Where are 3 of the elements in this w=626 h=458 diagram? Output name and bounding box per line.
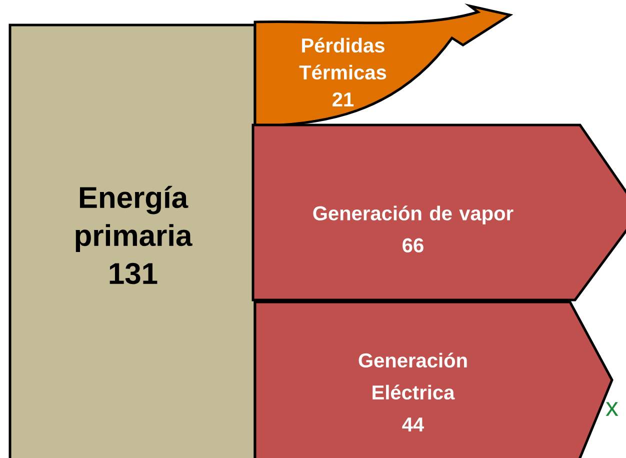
pentagon-box: Generación de vapor 66	[252, 124, 626, 302]
source-box: Energía primaria 131	[8, 24, 256, 458]
loss-band: Pérdidas Térmicas 21	[254, 4, 512, 126]
